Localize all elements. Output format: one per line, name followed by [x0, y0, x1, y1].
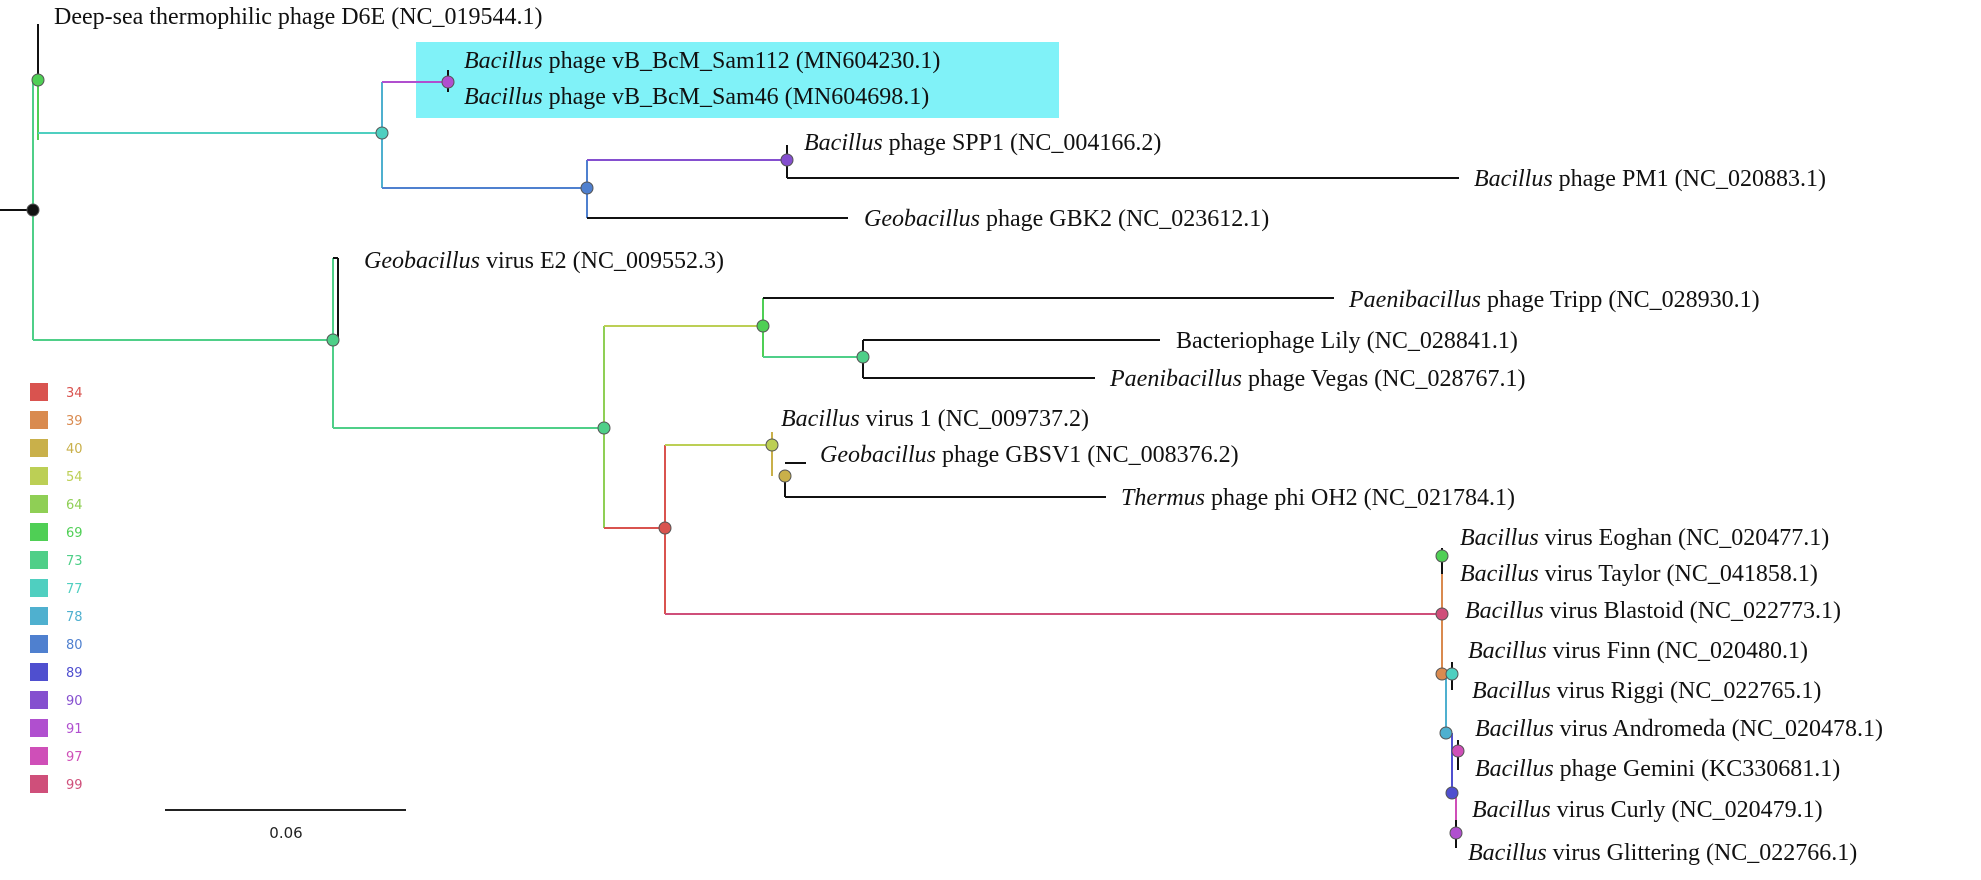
- leaf-label-lily: Bacteriophage Lily (NC_028841.1): [1176, 328, 1518, 354]
- legend-label: 77: [66, 582, 83, 597]
- legend-label: 78: [66, 610, 83, 625]
- legend-swatch: [30, 551, 48, 569]
- legend-swatch: [30, 663, 48, 681]
- leaf-label-taylor: Bacillus virus Taylor (NC_041858.1): [1460, 561, 1818, 587]
- leaf-label-finn: Bacillus virus Finn (NC_020480.1): [1468, 638, 1808, 664]
- leaf-label-e2: Geobacillus virus E2 (NC_009552.3): [364, 248, 724, 274]
- legend-label: 69: [66, 526, 83, 541]
- legend-label: 54: [66, 470, 83, 485]
- legend-label: 91: [66, 722, 83, 737]
- node-n1452: [1445, 786, 1459, 800]
- bootstrap-legend: 34 39 40 54 64 69 73 77 78 80 89 90 91 97 99: [30, 383, 83, 793]
- legend-swatch: [30, 411, 48, 429]
- legend-label: 73: [66, 554, 83, 569]
- legend-label: 40: [66, 442, 83, 457]
- legend-label: 39: [66, 414, 83, 429]
- tree-branches: [0, 24, 1459, 848]
- legend-swatch: [30, 635, 48, 653]
- legend-label: 34: [66, 386, 83, 401]
- legend-label: 89: [66, 666, 83, 681]
- leaf-label-glittering: Bacillus virus Glittering (NC_022766.1): [1468, 840, 1857, 866]
- leaf-label-curly: Bacillus virus Curly (NC_020479.1): [1472, 797, 1823, 823]
- leaf-label-blastoid: Bacillus virus Blastoid (NC_022773.1): [1465, 598, 1841, 624]
- leaf-label-riggi: Bacillus virus Riggi (NC_022765.1): [1472, 678, 1821, 704]
- tree-nodes: [26, 73, 1465, 840]
- legend-swatch: [30, 467, 48, 485]
- node-n333: [326, 333, 340, 347]
- legend-swatch: [30, 523, 48, 541]
- legend-label: 90: [66, 694, 83, 709]
- legend-swatch: [30, 579, 48, 597]
- legend-swatch: [30, 383, 48, 401]
- node-n665: [658, 521, 672, 535]
- node-n1446: [1439, 726, 1453, 740]
- scale-bar-label: 0.06: [269, 824, 302, 842]
- node-finn: [1445, 667, 1459, 681]
- node-n604: [597, 421, 611, 435]
- leaf-label-vegas: Paenibacillus phage Vegas (NC_028767.1): [1109, 366, 1526, 392]
- legend-swatch: [30, 691, 48, 709]
- node-sam: [441, 75, 455, 89]
- node-n863: [856, 350, 870, 364]
- node-eoghan: [1435, 549, 1449, 563]
- leaf-label-bv1: Bacillus virus 1 (NC_009737.2): [781, 406, 1089, 432]
- legend-swatch: [30, 439, 48, 457]
- leaf-label-spp1: Bacillus phage SPP1 (NC_004166.2): [804, 130, 1161, 156]
- legend-swatch: [30, 607, 48, 625]
- legend-label: 64: [66, 498, 83, 513]
- leaf-label-gemini: Bacillus phage Gemini (KC330681.1): [1475, 756, 1840, 782]
- leaf-label-oh2: Thermus phage phi OH2 (NC_021784.1): [1121, 485, 1515, 511]
- node-n587: [580, 181, 594, 195]
- leaf-label-sam46: Bacillus phage vB_BcM_Sam46 (MN604698.1): [464, 84, 929, 110]
- legend-label: 97: [66, 750, 83, 765]
- node-n1442: [1435, 607, 1449, 621]
- node-curly: [1449, 826, 1463, 840]
- node-spp1: [780, 153, 794, 167]
- leaf-label-andromeda: Bacillus virus Andromeda (NC_020478.1): [1475, 716, 1883, 742]
- node-n785: [778, 469, 792, 483]
- scale-bar: 0.06: [165, 809, 406, 842]
- leaf-label-sam112: Bacillus phage vB_BcM_Sam112 (MN604230.1…: [464, 48, 940, 74]
- leaf-label-tripp: Paenibacillus phage Tripp (NC_028930.1): [1348, 287, 1760, 313]
- node-andromeda: [1451, 744, 1465, 758]
- node-n763: [756, 319, 770, 333]
- leaf-label-pm1: Bacillus phage PM1 (NC_020883.1): [1474, 166, 1826, 192]
- node-d6e: [31, 73, 45, 87]
- leaf-label-eoghan: Bacillus virus Eoghan (NC_020477.1): [1460, 525, 1829, 551]
- legend-swatch: [30, 719, 48, 737]
- legend-swatch: [30, 747, 48, 765]
- legend-swatch: [30, 775, 48, 793]
- legend-label: 80: [66, 638, 83, 653]
- legend-swatch: [30, 495, 48, 513]
- node-n382: [375, 126, 389, 140]
- highlight-box: [416, 42, 1059, 118]
- root-node: [26, 203, 40, 217]
- leaf-label-gbsv1: Geobacillus phage GBSV1 (NC_008376.2): [820, 442, 1239, 468]
- node-n772: [765, 438, 779, 452]
- leaf-label-gbk2: Geobacillus phage GBK2 (NC_023612.1): [864, 206, 1269, 232]
- leaf-label-d6e: Deep-sea thermophilic phage D6E (NC_0195…: [54, 4, 543, 30]
- legend-label: 99: [66, 778, 83, 793]
